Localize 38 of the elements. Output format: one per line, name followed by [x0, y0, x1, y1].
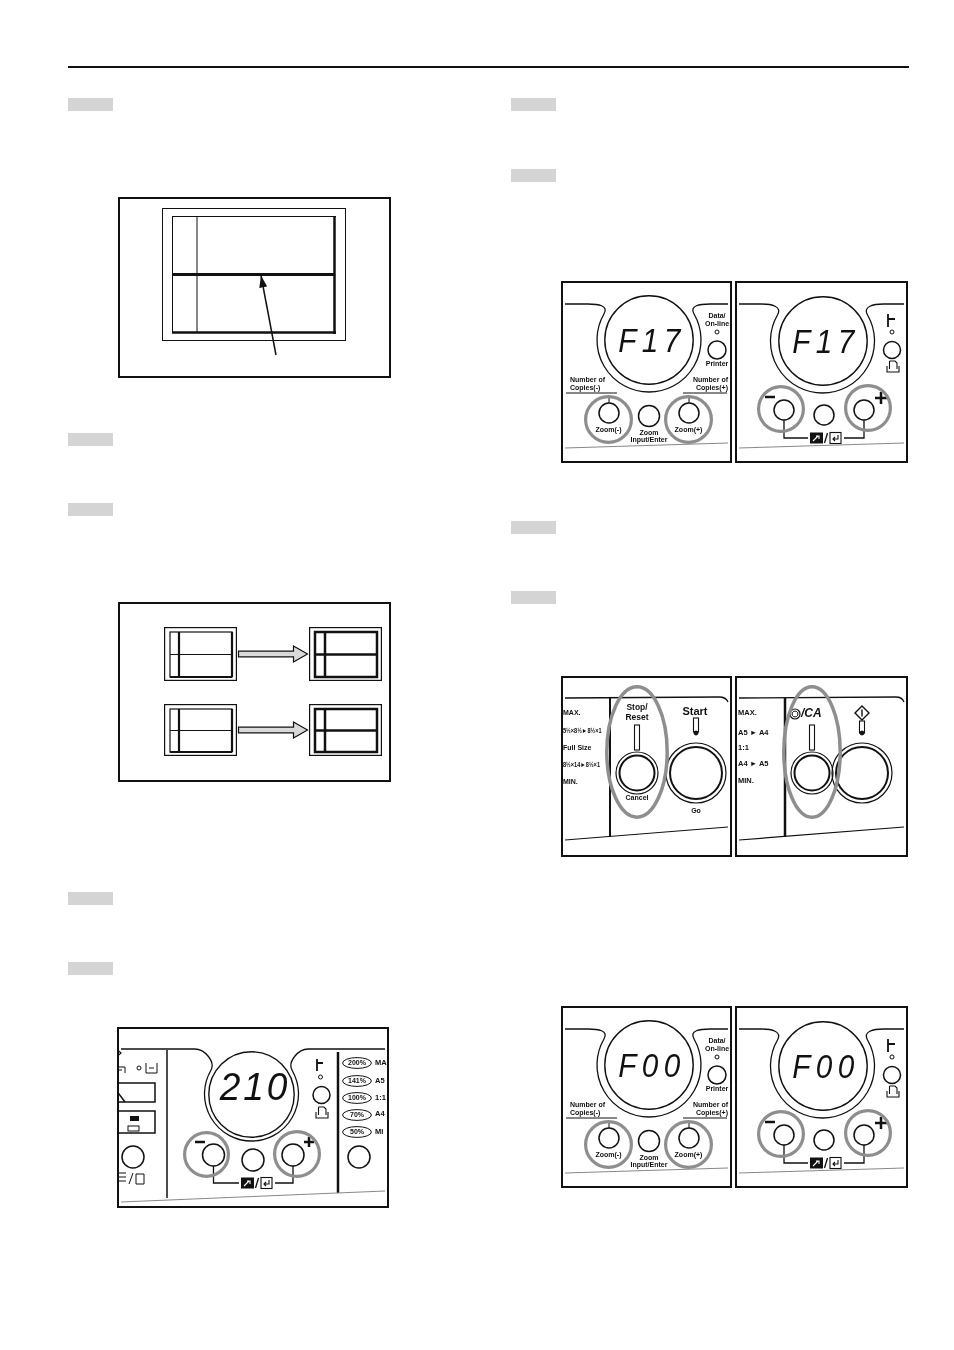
key-label: Start: [682, 705, 708, 717]
key-label: /CA: [801, 707, 822, 721]
highlight-ring: [272, 1130, 321, 1178]
highlight-ring: [844, 1109, 892, 1157]
figure-frame: [118, 602, 391, 782]
leader-arrow: [259, 274, 277, 356]
display-window: [777, 1021, 868, 1111]
display-readout: F00: [791, 1049, 860, 1083]
highlight-ring: [757, 1110, 805, 1158]
sheet-drawing: [164, 704, 237, 756]
display-window: [208, 1050, 295, 1138]
display-window: [777, 296, 868, 386]
ratio-oval: [342, 1108, 372, 1121]
highlight-ellipse: [782, 685, 842, 819]
display-readout: 210: [219, 1066, 291, 1106]
sheet-drawing: [164, 627, 237, 681]
display-window: [604, 295, 694, 385]
ratio-oval: [342, 1057, 372, 1069]
highlight-ring: [584, 395, 633, 444]
sheet-drawing: [309, 704, 382, 756]
ratio-oval: [342, 1126, 372, 1138]
fold-line: [172, 273, 335, 276]
ratio-oval: [342, 1075, 372, 1087]
key-label: Stop/ Reset: [624, 703, 650, 722]
highlight-ring: [183, 1130, 230, 1178]
display-readout: F00: [618, 1048, 686, 1082]
display-window: [604, 1020, 694, 1110]
display-readout: F17: [618, 323, 686, 357]
hollow-arrow: [237, 720, 309, 740]
ratio-oval: [342, 1092, 372, 1104]
display-readout: F17: [791, 324, 860, 358]
figure-frame: [118, 197, 391, 378]
hollow-arrow: [237, 644, 309, 664]
highlight-ring: [844, 384, 892, 432]
highlight-ellipse: [605, 685, 669, 819]
sheet-drawing: [309, 627, 382, 681]
highlight-ring: [584, 1120, 633, 1169]
highlight-ring: [757, 385, 805, 433]
